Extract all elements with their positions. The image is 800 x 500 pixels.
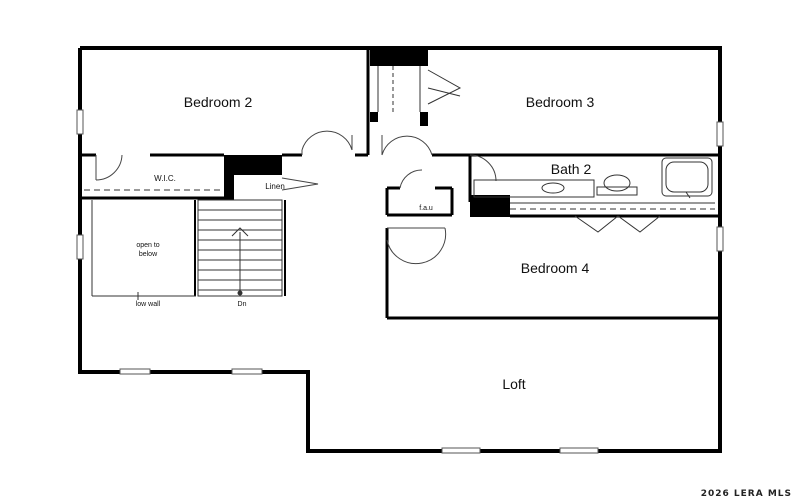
closet-bedroom-4 [510, 202, 715, 233]
stair-down-label: Dn [238, 301, 247, 308]
low-wall-label: low wall [136, 301, 161, 308]
staircase[interactable] [197, 199, 283, 297]
windows [76, 109, 724, 454]
stair-walls [194, 200, 286, 296]
room-label-linen: Linen [265, 182, 285, 191]
closet-bedroom-3 [377, 66, 462, 112]
open-to-below-label-line-1: open to [136, 242, 159, 249]
toilet-icon [603, 174, 631, 192]
room-label-loft: Loft [502, 376, 525, 392]
bathtub-icon [661, 157, 713, 197]
doors[interactable] [95, 130, 497, 265]
interior-walls [80, 48, 720, 320]
low-wall [91, 200, 196, 300]
room-label-bath-2: Bath 2 [551, 161, 592, 177]
exterior-walls [78, 46, 722, 453]
open-to-below-label-line-2: below [139, 251, 158, 258]
room-label-wic: W.I.C. [154, 174, 176, 183]
bath-fixtures [473, 157, 713, 199]
room-label-bedroom-3: Bedroom 3 [526, 94, 595, 110]
room-label-bedroom-2: Bedroom 2 [184, 94, 253, 110]
sink-icon [541, 182, 565, 194]
wall-blocks [224, 48, 510, 217]
room-label-bedroom-4: Bedroom 4 [521, 260, 590, 276]
fau-label: f.a.u [419, 205, 433, 212]
watermark-text: 2026 LERA MLS [701, 489, 792, 499]
